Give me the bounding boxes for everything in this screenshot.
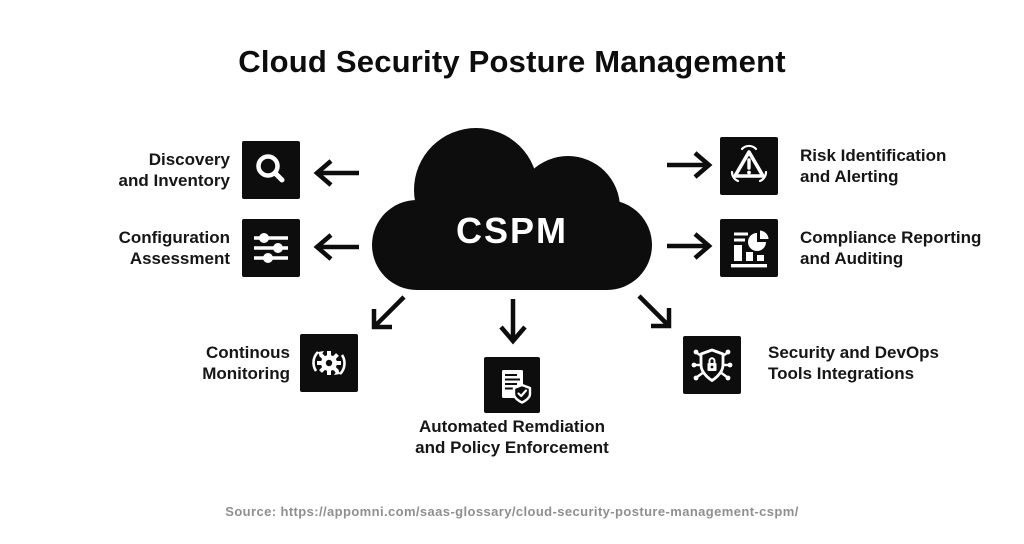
arrow-down-left-monitoring — [371, 295, 406, 330]
label-continuous-monitoring: Continous Monitoring — [202, 343, 290, 383]
risk-icon-tile — [720, 137, 778, 195]
arrow-left-configuration — [313, 233, 359, 261]
discovery-icon-tile — [242, 141, 300, 199]
arrow-right-compliance — [667, 232, 713, 260]
arrow-down-remediation — [499, 299, 527, 345]
gear-refresh-icon — [312, 351, 346, 375]
document-shield-icon — [502, 370, 532, 404]
label-automated-remediation: Automated Remdiation and Policy Enforcem… — [415, 417, 609, 457]
report-chart-icon — [731, 230, 769, 268]
arrow-down-right-integrations — [637, 294, 672, 329]
label-risk-identification: Risk Identification and Alerting — [800, 146, 947, 186]
search-icon — [256, 154, 285, 183]
label-security-devops: Security and DevOps Tools Integrations — [768, 343, 940, 383]
cspm-cloud: CSPM — [372, 124, 652, 294]
compliance-icon-tile — [720, 219, 778, 277]
alert-triangle-icon — [730, 144, 768, 183]
label-discovery-inventory: Discovery and Inventory — [118, 150, 230, 190]
configuration-icon-tile — [242, 219, 300, 277]
arrow-right-risk — [667, 151, 713, 179]
remediation-icon-tile — [484, 357, 540, 413]
shield-circuit-icon — [691, 348, 733, 382]
page-title: Cloud Security Posture Management — [238, 44, 786, 79]
source-attribution: Source: https://appomni.com/saas-glossar… — [225, 504, 799, 519]
integrations-icon-tile — [683, 336, 741, 394]
monitoring-icon-tile — [300, 334, 358, 392]
cloud-icon — [372, 128, 652, 290]
label-compliance-reporting: Compliance Reporting and Auditing — [800, 228, 982, 268]
label-configuration-assessment: Configuration Assessment — [118, 228, 230, 268]
cloud-center-label: CSPM — [455, 210, 568, 251]
sliders-icon — [254, 233, 288, 263]
arrow-left-discovery — [313, 159, 359, 187]
